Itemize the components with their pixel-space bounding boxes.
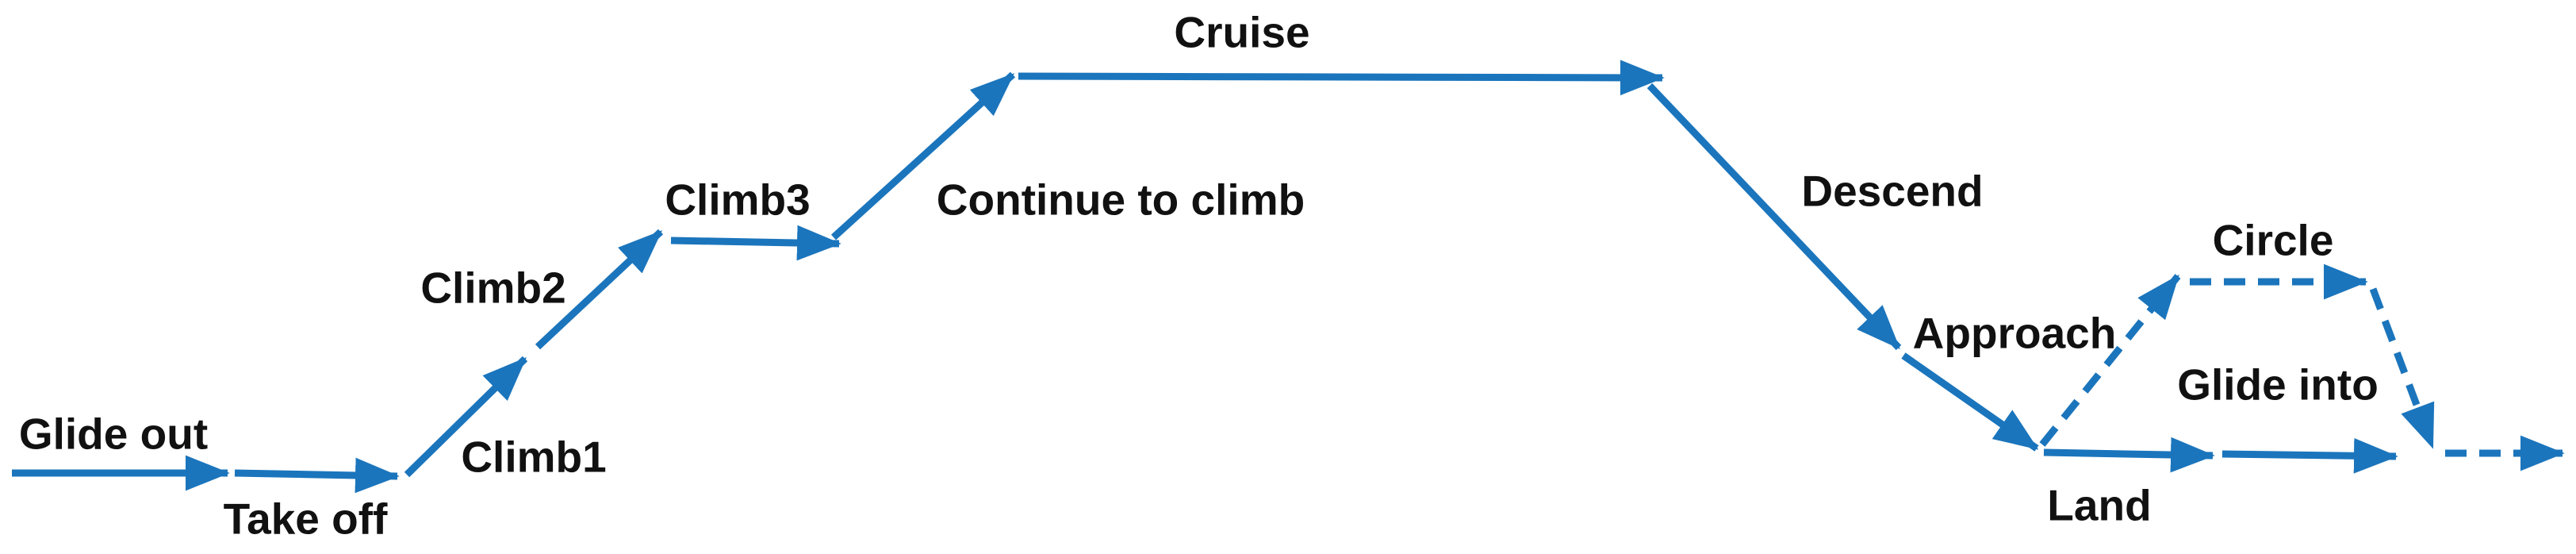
label-glide-out: Glide out bbox=[19, 410, 208, 459]
label-glide-into: Glide into bbox=[2177, 360, 2379, 410]
label-climb3: Climb3 bbox=[665, 175, 810, 225]
segment-circle-up-dashed-arrow bbox=[2039, 274, 2181, 447]
label-approach: Approach bbox=[1913, 309, 2117, 358]
segment-cruise-arrow bbox=[1018, 60, 1665, 96]
segment-take-off-arrow bbox=[234, 457, 400, 494]
segment-approach-arrow bbox=[1901, 352, 2039, 452]
segment-land-1-arrow bbox=[2043, 437, 2215, 473]
label-continue-to-climb: Continue to climb bbox=[937, 175, 1305, 225]
label-land: Land bbox=[2047, 481, 2151, 530]
segment-glide-into-down-dashed-arrow bbox=[2369, 287, 2436, 449]
segment-climb1-arrow bbox=[404, 356, 528, 478]
segment-climb2-arrow bbox=[535, 229, 664, 350]
label-climb1: Climb1 bbox=[461, 433, 606, 482]
segment-climb3-arrow bbox=[670, 225, 841, 261]
path-segments-layer bbox=[12, 60, 2565, 494]
segment-land-2-arrow bbox=[2221, 437, 2398, 474]
label-descend: Descend bbox=[1801, 167, 1983, 216]
label-climb2: Climb2 bbox=[420, 264, 565, 313]
segment-descend-arrow bbox=[1646, 83, 1902, 351]
label-take-off: Take off bbox=[224, 494, 388, 544]
label-cruise: Cruise bbox=[1174, 8, 1309, 57]
label-circle: Circle bbox=[2213, 216, 2334, 265]
segment-continue-to-climb-arrow bbox=[830, 71, 1016, 240]
